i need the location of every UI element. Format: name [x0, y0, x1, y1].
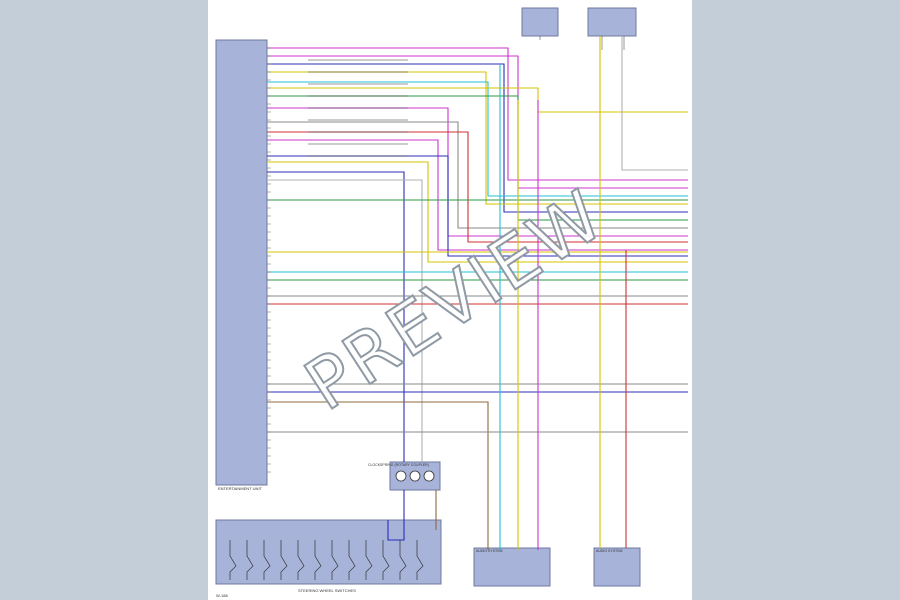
wire-trace-14	[267, 171, 405, 462]
audio-modules	[473, 547, 641, 587]
switch-symbol	[263, 540, 271, 580]
pin-labels	[267, 47, 271, 473]
wiring-diagram: ENTERTAINMENT UNIT STEERING WHEEL SWITCH…	[215, 7, 688, 598]
entertainment-module	[215, 39, 442, 585]
audio-right-label: AUDIO SYSTEM	[596, 549, 623, 553]
wires-layer	[267, 36, 688, 550]
wire-trace-11	[267, 139, 688, 251]
switch-symbol	[382, 540, 390, 580]
wire-trace-3	[267, 63, 688, 213]
wire-trace-13	[267, 161, 688, 263]
wire-trace-1	[267, 47, 688, 181]
footer-label: W-188	[216, 593, 228, 598]
clockspring-block	[389, 461, 441, 491]
module-name-label: ENTERTAINMENT UNIT	[218, 486, 263, 491]
wire-trace-24	[267, 401, 489, 550]
switch-symbol	[314, 540, 322, 580]
switch-block-label: STEERING WHEEL SWITCHES	[298, 588, 356, 593]
wire-trace-4	[267, 71, 688, 205]
switch-symbol	[331, 540, 339, 580]
wire-trace-15	[267, 179, 423, 462]
wire-trace-32	[387, 490, 405, 541]
switch-symbol	[280, 540, 288, 580]
switch-symbol	[246, 540, 254, 580]
wire-trace-9	[267, 121, 688, 229]
switch-symbol	[297, 540, 305, 580]
wire-trace-31	[621, 36, 688, 171]
clockspring-label: CLOCKSPRING (ROTARY COUPLER)	[368, 463, 429, 467]
switch-symbol	[416, 540, 424, 580]
switch-symbols	[229, 540, 424, 580]
diagram-sheet: ENTERTAINMENT UNIT STEERING WHEEL SWITCH…	[208, 0, 692, 600]
audio-left-label: AUDIO SYSTEM	[476, 549, 503, 553]
top-connector-boxes	[521, 7, 637, 50]
wire-trace-7	[267, 95, 688, 221]
switch-symbol	[229, 540, 237, 580]
switch-symbol	[348, 540, 356, 580]
wire-trace-10	[267, 131, 688, 243]
wire-trace-5	[267, 81, 688, 197]
wire-trace-12	[267, 155, 688, 257]
switch-symbol	[399, 540, 407, 580]
switch-symbol	[365, 540, 373, 580]
